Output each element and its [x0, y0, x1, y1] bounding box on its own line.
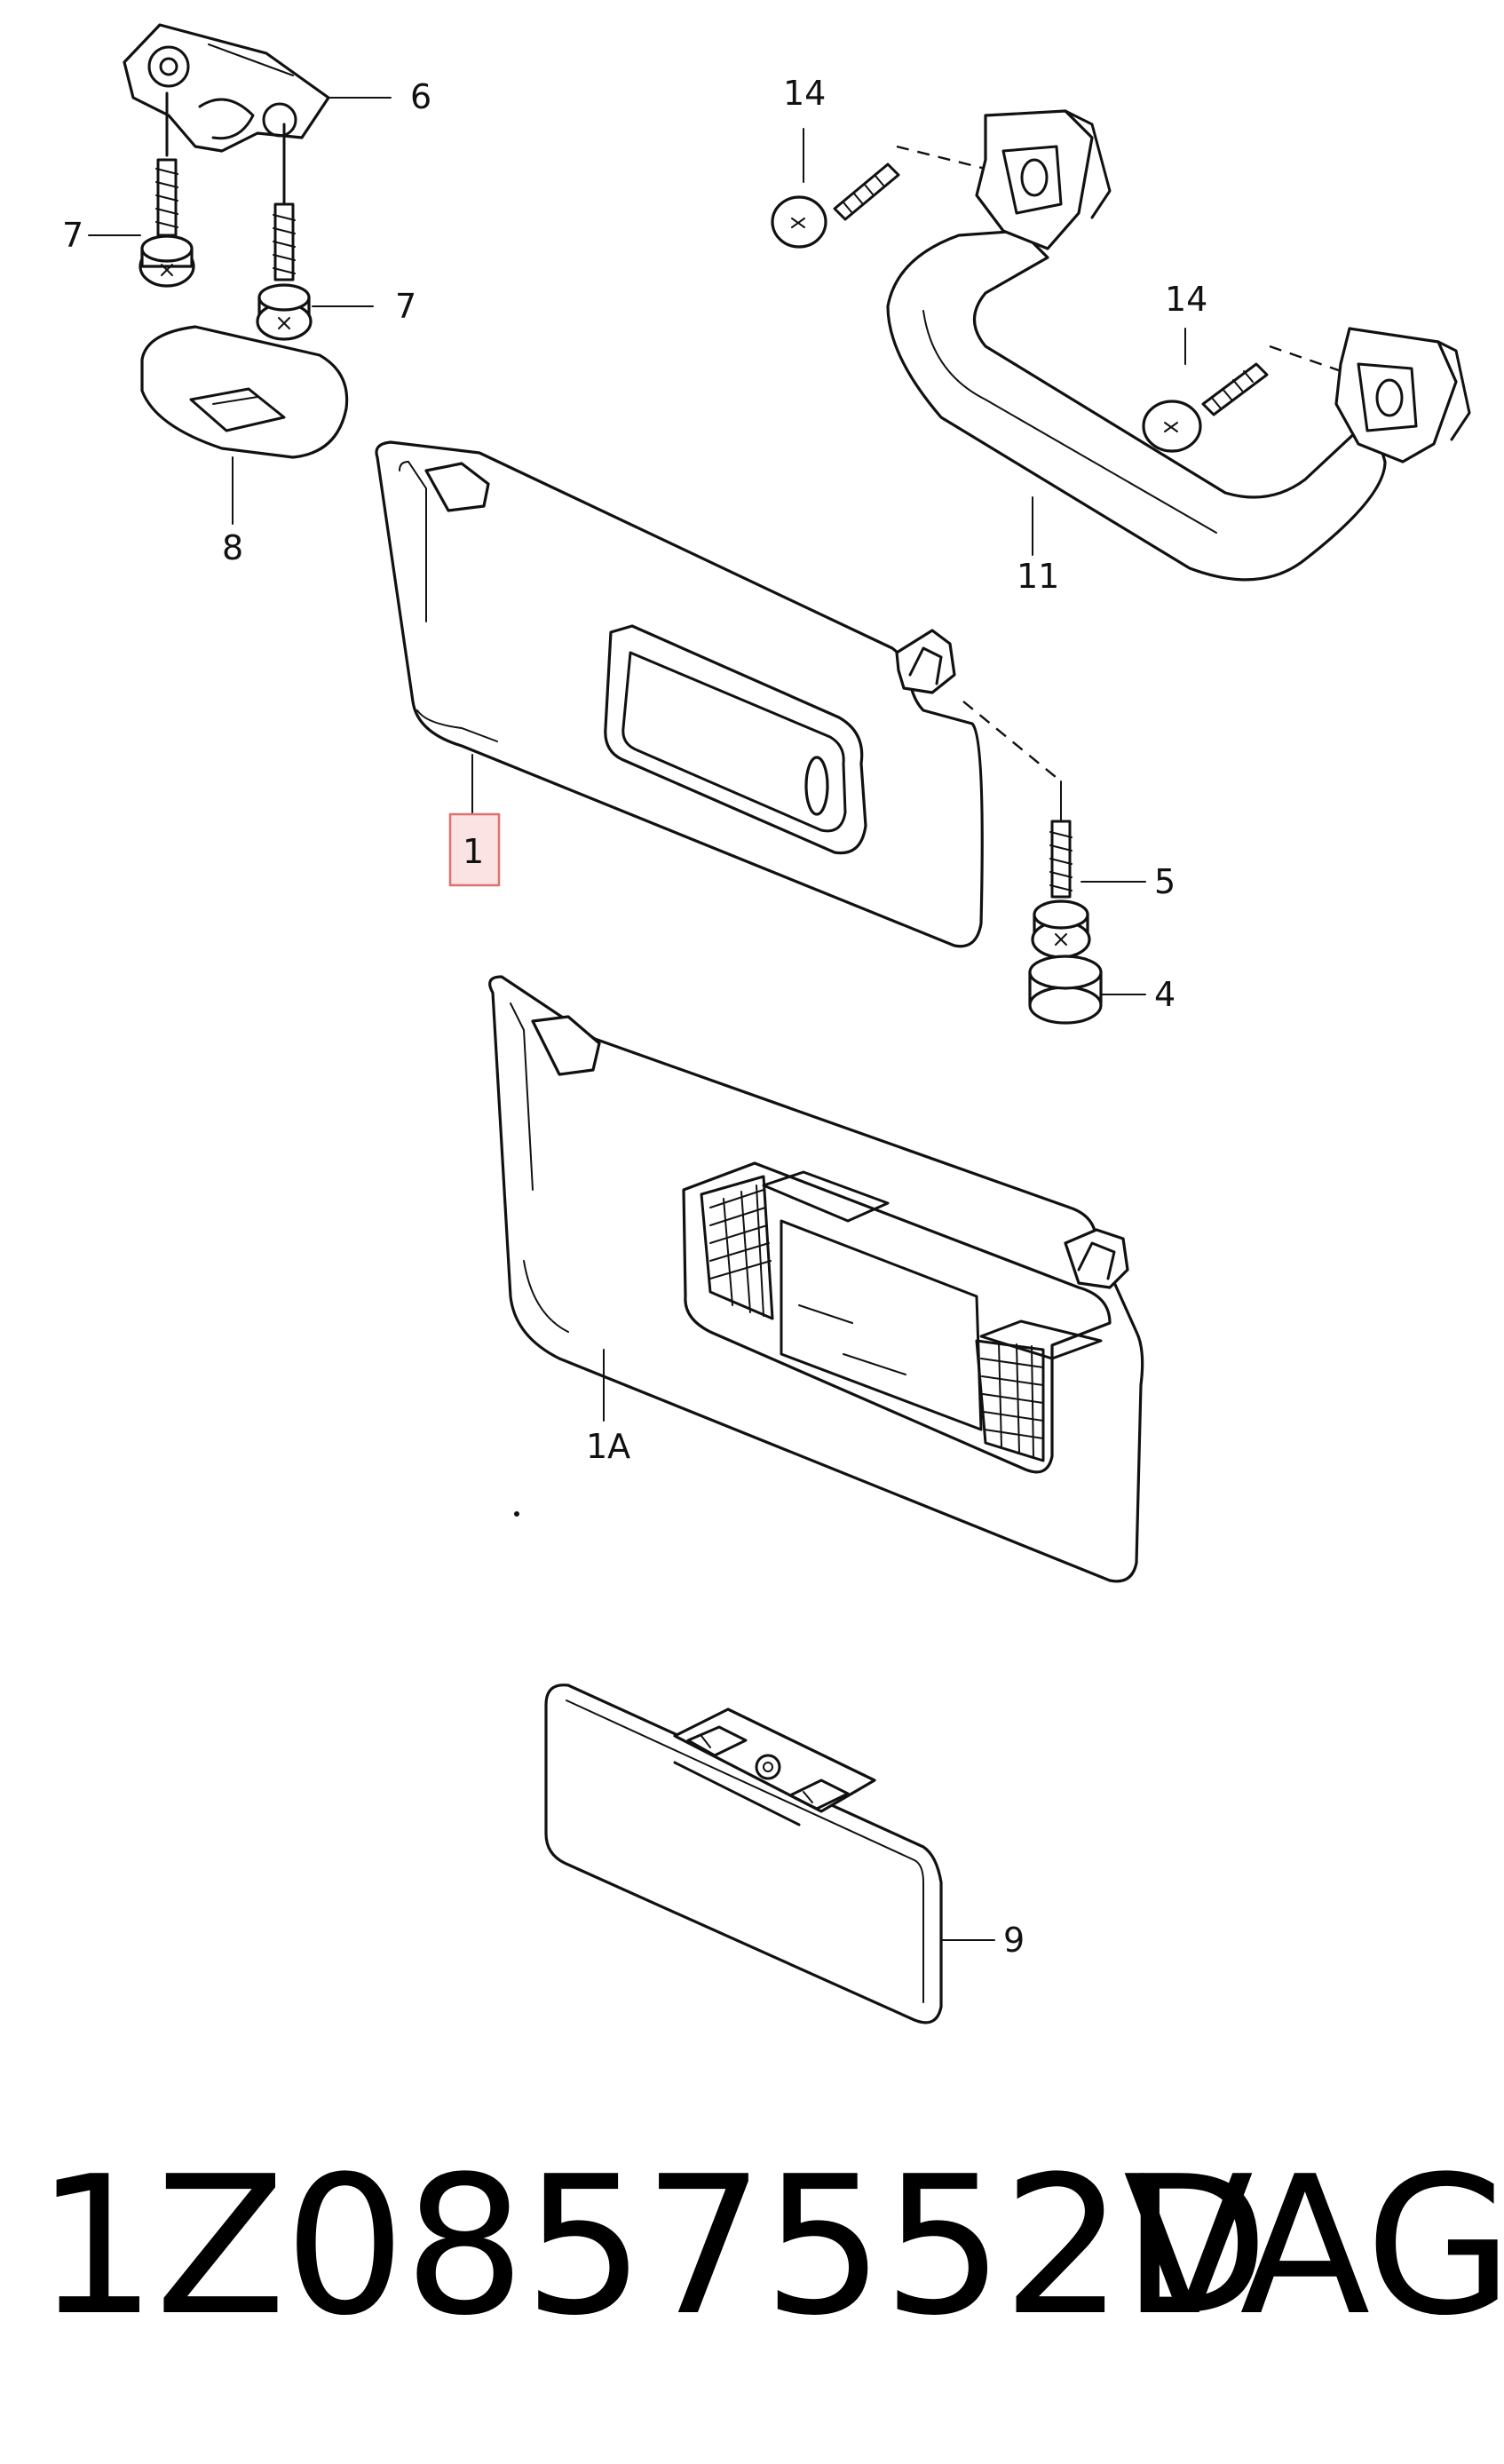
callout-5: 5 [1154, 862, 1175, 901]
part-7-screw-right [256, 123, 313, 341]
part-7-screw-left [139, 91, 195, 288]
part-9-vanity-mirror [544, 1684, 943, 2024]
callout-7-right: 7 [395, 287, 416, 326]
callout-1a: 1A [586, 1427, 630, 1466]
part-14-screw-upper [771, 128, 900, 249]
callout-4: 4 [1154, 975, 1175, 1014]
part-1-sun-visor [375, 440, 984, 948]
part-8-clip-cover [140, 325, 349, 459]
brand-name: VAG [1123, 2135, 1504, 2357]
callout-9: 9 [1003, 1921, 1025, 1960]
highlight-box-part-1 [448, 812, 501, 887]
part-5-visor-screw [962, 701, 1091, 959]
callout-14-lower: 14 [1165, 280, 1207, 319]
part-4-cap [1028, 955, 1103, 1025]
footer: 1Z0857552D VAG [0, 2113, 1504, 2380]
part-1a-sun-visor-lighted-mirror [488, 975, 1144, 1583]
callout-7-left: 7 [62, 216, 83, 255]
callout-1: 1 [463, 832, 484, 871]
callout-11: 11 [1017, 557, 1059, 596]
callout-6: 6 [410, 77, 431, 116]
part-11-grab-handle [886, 109, 1471, 582]
callout-14-upper: 14 [783, 74, 826, 113]
part-6-clip-bracket [123, 23, 330, 153]
callout-8: 8 [222, 528, 243, 567]
part-14-screw-lower [1142, 328, 1269, 453]
part-number: 1Z0857552D [36, 2135, 1269, 2357]
stray-dot [514, 1511, 519, 1517]
